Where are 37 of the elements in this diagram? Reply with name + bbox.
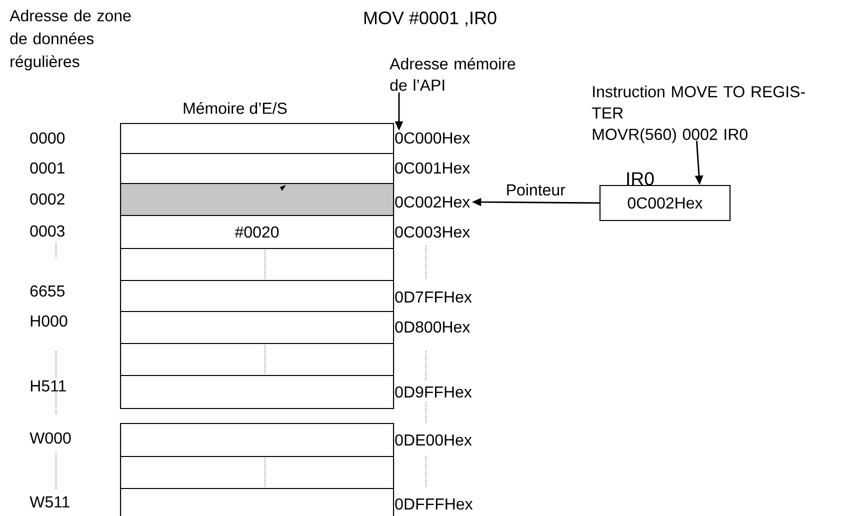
memory-row <box>120 423 394 458</box>
address-text: 0C003Hex <box>395 226 470 238</box>
instruction-text: Instruction MOVE TO REGIS- TER MOVR(560) 0002 IR0 <box>592 86 805 144</box>
address-label: H000 <box>30 315 68 327</box>
address-label: 6655 <box>30 285 64 297</box>
address-text: 0DFFFHex <box>395 498 473 510</box>
address-label: W511 <box>30 496 70 508</box>
memory-row <box>120 488 394 516</box>
address-label: 0001 <box>30 162 64 174</box>
address-label: 0002 <box>30 193 64 205</box>
address-label: 0000 <box>30 132 65 144</box>
address-text: 0C000Hex <box>395 132 470 144</box>
memory-row: #0020 <box>120 215 394 250</box>
address-text: 0C002Hex <box>395 196 470 208</box>
address-text: 0C001Hex <box>395 162 470 174</box>
register-name: IR0 <box>627 172 654 186</box>
address-text: 0D800Hex <box>395 321 470 333</box>
address-text: 0DE00Hex <box>395 434 472 446</box>
memory-row <box>120 311 394 344</box>
memory-row <box>120 248 394 282</box>
column-heading: Mémoire d’E/S <box>184 102 287 114</box>
address-text: 0D9FFHex <box>395 386 472 398</box>
register-box: 0C002Hex <box>599 184 731 222</box>
memory-row <box>120 183 394 216</box>
address-label: W000 <box>30 432 71 444</box>
memory-row <box>120 456 394 490</box>
edge-label: Pointeur <box>504 182 567 197</box>
memory-row <box>120 123 394 154</box>
address-label: H511 <box>30 380 66 392</box>
memory-row <box>120 280 394 312</box>
memory-row <box>120 375 394 410</box>
caption-text: Adresse mémoire de l’API <box>390 58 516 91</box>
title: MOV #0001 ,IR0 <box>364 12 496 26</box>
memory-row <box>120 342 394 376</box>
address-label: 0003 <box>30 225 64 237</box>
axis-heading: Adresse de zone de données régulières <box>10 10 131 70</box>
address-text: 0D7FFHex <box>395 291 472 303</box>
